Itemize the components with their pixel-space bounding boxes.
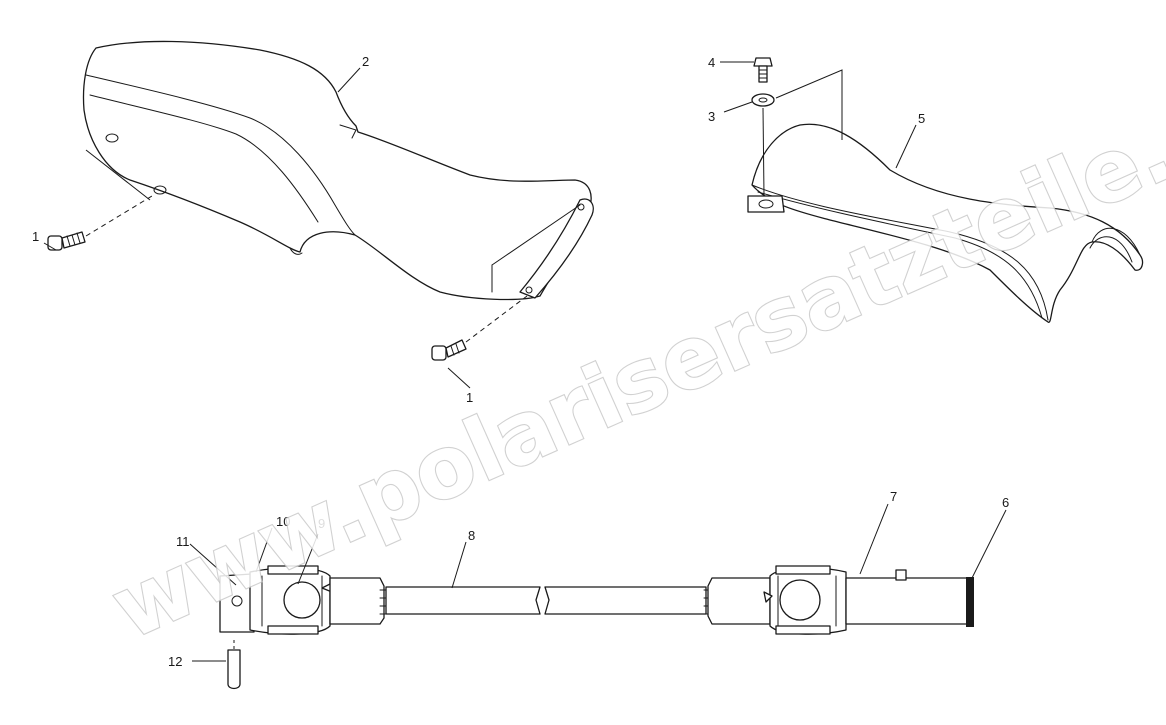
callout-5: 5 bbox=[918, 111, 925, 126]
roll-pin-part bbox=[227, 640, 241, 690]
callout-12: 12 bbox=[168, 654, 182, 669]
callout-9: 9 bbox=[318, 516, 325, 531]
callout-6: 6 bbox=[1002, 495, 1009, 510]
screw-lower-part bbox=[431, 295, 528, 361]
callout-1-left: 1 bbox=[32, 229, 39, 244]
bolt-part bbox=[753, 57, 773, 83]
callout-8: 8 bbox=[468, 528, 475, 543]
callout-4: 4 bbox=[708, 55, 715, 70]
bolt-bracket-line bbox=[775, 69, 843, 140]
steering-cover-part bbox=[82, 40, 594, 301]
ring-part bbox=[966, 577, 974, 627]
seat-cover-part bbox=[747, 123, 1144, 323]
callout-2: 2 bbox=[362, 54, 369, 69]
bolt-axis-line bbox=[762, 107, 765, 197]
washer-part bbox=[751, 93, 775, 107]
screw-left-part bbox=[47, 149, 153, 251]
callout-1-lower: 1 bbox=[466, 390, 473, 405]
leader-lines bbox=[43, 61, 1007, 662]
callout-7: 7 bbox=[890, 489, 897, 504]
callout-10: 10 bbox=[276, 514, 290, 529]
steering-shaft-part bbox=[219, 565, 974, 635]
callout-3: 3 bbox=[708, 109, 715, 124]
callout-11: 11 bbox=[176, 534, 190, 549]
